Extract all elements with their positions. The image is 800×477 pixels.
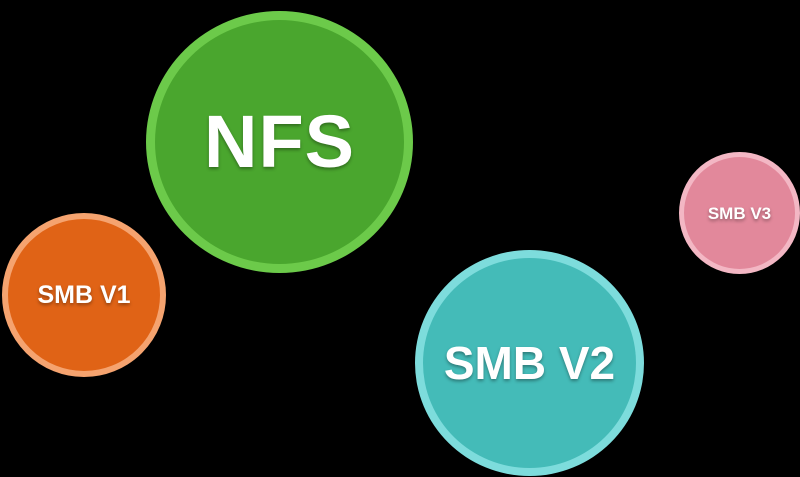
smb-v1-label: SMB V1 (37, 280, 131, 309)
nfs-label: NFS (204, 100, 355, 183)
nfs-bubble: NFS (146, 11, 413, 273)
smb-v3-label: SMB V3 (707, 203, 772, 223)
smb-v1-bubble: SMB V1 (2, 213, 166, 377)
smb-v2-bubble: SMB V2 (415, 250, 644, 476)
smb-v2-label: SMB V2 (443, 337, 616, 389)
smb-v3-bubble: SMB V3 (679, 152, 800, 274)
